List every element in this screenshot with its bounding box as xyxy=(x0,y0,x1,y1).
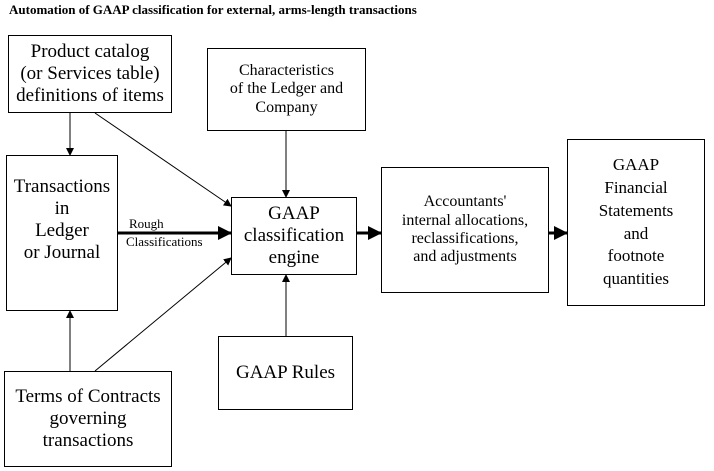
box-characteristics: Characteristics of the Ledger and Compan… xyxy=(207,48,366,131)
box-transactions-text: Transactions in Ledger or Journal xyxy=(13,176,111,263)
box-product-catalog-text: Product catalog (or Services table) defi… xyxy=(16,41,164,106)
label-rough: Rough xyxy=(129,216,164,231)
box-classification-engine-text: GAAP classification engine xyxy=(243,203,345,268)
box-terms-of-contracts-text: Terms of Contracts governing transaction… xyxy=(15,386,161,451)
box-accountants-text: Accountants' internal allocations, recla… xyxy=(401,193,529,266)
box-terms-of-contracts: Terms of Contracts governing transaction… xyxy=(4,371,172,467)
box-characteristics-text: Characteristics of the Ledger and Compan… xyxy=(229,61,344,116)
diagram-title: Automation of GAAP classification for ex… xyxy=(9,2,417,17)
box-gaap-rules: GAAP Rules xyxy=(218,336,353,410)
box-gaap-rules-text: GAAP Rules xyxy=(235,362,336,384)
box-product-catalog: Product catalog (or Services table) defi… xyxy=(8,35,172,113)
box-accountants: Accountants' internal allocations, recla… xyxy=(381,167,549,293)
box-financial-statements: GAAP Financial Statements and footnote q… xyxy=(567,139,705,306)
box-transactions: Transactions in Ledger or Journal xyxy=(6,155,118,311)
arrow-terms-to-engine xyxy=(94,257,232,372)
label-classifications: Classifications xyxy=(126,234,203,249)
box-classification-engine: GAAP classification engine xyxy=(231,197,357,275)
box-financial-statements-text: GAAP Financial Statements and footnote q… xyxy=(598,154,674,289)
arrow-product-to-engine xyxy=(94,112,232,207)
